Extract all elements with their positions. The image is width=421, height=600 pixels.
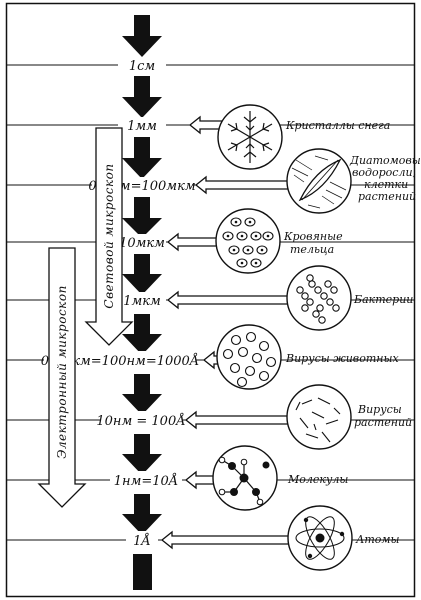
object-pointer-arrow: [194, 175, 289, 195]
plant-virus-icon: [286, 384, 352, 450]
scale-down-arrow: [122, 494, 162, 535]
animal-virus-icon: [216, 324, 282, 390]
electron-microscope-range-arrow: [37, 247, 87, 508]
object-pointer-arrow: [160, 530, 291, 550]
object-label: Атомы: [355, 533, 400, 546]
scale-down-arrow: [122, 76, 162, 118]
object-label: Бактерии: [353, 293, 413, 306]
object-pointer-arrow: [184, 410, 289, 430]
blood-cells-icon: [215, 208, 281, 274]
object-pointer-arrow: [202, 350, 219, 370]
scale-down-arrow: [122, 197, 162, 238]
object-pointer-arrow: [166, 232, 219, 252]
scale-label: 0,1мкм=100нм=1000Å: [41, 353, 199, 369]
diatom-icon: [286, 148, 352, 214]
scale-label: 1мм: [127, 119, 157, 134]
object-pointer-arrow: [166, 290, 289, 310]
scale-label: 10нм = 100Å: [96, 413, 185, 429]
object-label: Кристаллы снега: [285, 119, 390, 132]
object-label: Диатомовые водоросли, клетки растений: [349, 154, 421, 203]
scale-down-arrow: [122, 434, 162, 475]
snowflake-icon: [217, 104, 283, 170]
scale-down-arrow: [122, 314, 162, 355]
object-label: Кровяные тельца: [283, 230, 346, 256]
object-label: Вирусы растений: [354, 403, 412, 429]
light-microscope-label: Световой микроскоп: [102, 163, 116, 308]
scale-down-arrow: [122, 254, 162, 295]
bacteria-icon: [286, 265, 352, 331]
scale-label: 1см: [129, 59, 155, 74]
scale-down-arrow: [122, 15, 162, 57]
scale-label: 1мкм: [123, 294, 161, 309]
scale-down-arrow: [122, 137, 162, 179]
electron-microscope-label: Электронный микроскоп: [55, 285, 69, 459]
light-microscope-range-arrow: [84, 127, 134, 346]
object-label: Молекулы: [287, 473, 348, 486]
atom-icon: [287, 505, 353, 571]
scale-label: 1нм=10Å: [114, 473, 178, 489]
scale-label: 1Å: [133, 533, 151, 549]
molecule-icon: [212, 445, 278, 511]
scale-end-block: [133, 554, 152, 590]
diagram-frame: [5, 2, 416, 598]
scale-down-arrow: [122, 374, 162, 415]
scale-label: 10мкм: [119, 236, 165, 251]
object-label: Вирусы животных: [285, 352, 399, 365]
